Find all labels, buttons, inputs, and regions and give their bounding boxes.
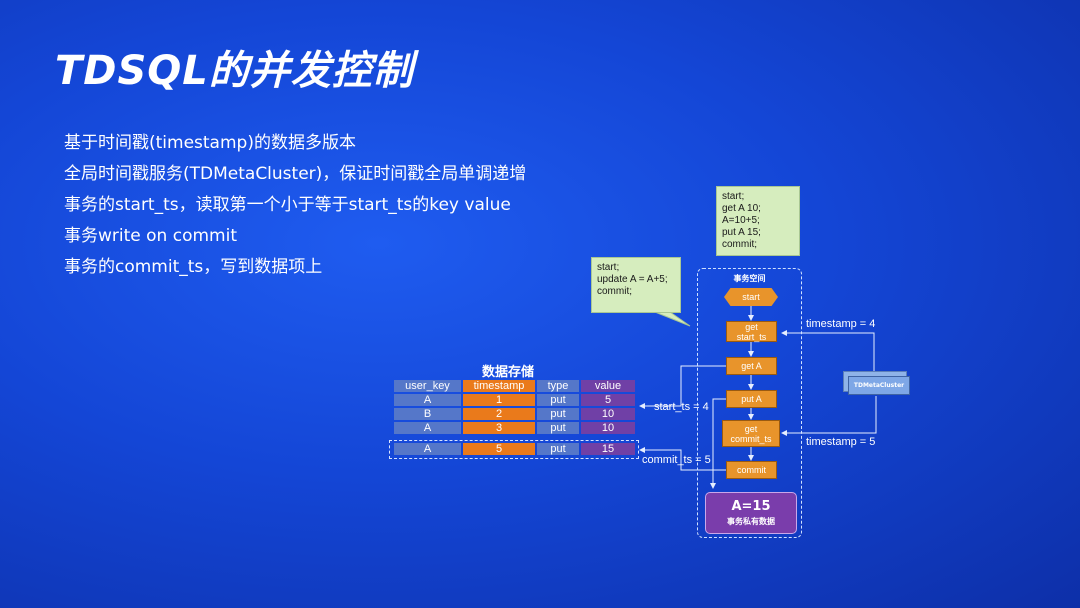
table-cell: 15 [581, 443, 635, 455]
bullet-item: 基于时间戳(timestamp)的数据多版本 [64, 133, 356, 153]
table-cell: B [394, 408, 461, 420]
get-commit-ts-step: get commit_ts [722, 420, 780, 447]
table-cell: 5 [581, 394, 635, 406]
put-a-step: put A [726, 390, 777, 408]
timestamp-4-label: timestamp = 4 [806, 318, 876, 330]
new-version-row: A 5 put 15 [392, 441, 637, 457]
table-cell: 10 [581, 408, 635, 420]
private-data-box: A=15 事务私有数据 [705, 492, 797, 534]
table-cell: put [537, 443, 579, 455]
tdmetacluster-box: TDMetaCluster [848, 376, 910, 395]
table-cell: A [394, 422, 461, 434]
bullet-item: 事务的commit_ts，写到数据项上 [64, 257, 323, 277]
bullet-item: 事务的start_ts，读取第一个小于等于start_ts的key value [64, 195, 511, 215]
update-note: start; update A = A+5; commit; [591, 257, 681, 313]
table-row: A 5 put 15 [394, 443, 635, 455]
table-cell: put [537, 408, 579, 420]
commit-ts-label: commit_ts = 5 [642, 454, 711, 466]
table-cell: A [394, 394, 461, 406]
column-header: type [537, 380, 579, 392]
storage-title: 数据存储 [482, 365, 535, 380]
table-cell: 10 [581, 422, 635, 434]
commit-step: commit [726, 461, 777, 479]
table-row: A 1 put 5 [394, 394, 635, 406]
table-header-row: user_key timestamp type value [394, 380, 635, 392]
table-cell: 3 [463, 422, 535, 434]
transaction-note: start; get A 10; A=10+5; put A 15; commi… [716, 186, 800, 256]
table-cell: put [537, 422, 579, 434]
table-row: B 2 put 10 [394, 408, 635, 420]
table-cell: 1 [463, 394, 535, 406]
private-value: A=15 [731, 499, 771, 514]
timestamp-5-label: timestamp = 5 [806, 436, 876, 448]
table-row: A 3 put 10 [394, 422, 635, 434]
table-cell: 2 [463, 408, 535, 420]
transaction-space-label: 事务空间 [733, 274, 766, 283]
bullet-list: 基于时间戳(timestamp)的数据多版本 全局时间戳服务(TDMetaClu… [64, 128, 526, 283]
column-header: value [581, 380, 635, 392]
callout-tail [654, 311, 691, 327]
column-header: timestamp [463, 380, 535, 392]
bullet-item: 事务write on commit [64, 226, 237, 246]
page-title: TDSQL的并发控制 [55, 48, 414, 94]
start-ts-label: start_ts = 4 [654, 401, 709, 413]
get-start-ts-step: get start_ts [726, 321, 777, 342]
storage-table: user_key timestamp type value A 1 put 5 … [392, 378, 637, 436]
start-step: start [724, 288, 778, 306]
table-cell: A [394, 443, 461, 455]
table-cell: 5 [463, 443, 535, 455]
transaction-space [697, 268, 802, 538]
column-header: user_key [394, 380, 461, 392]
new-version-highlight [389, 440, 639, 459]
table-cell: put [537, 394, 579, 406]
private-label: 事务私有数据 [727, 517, 775, 526]
get-a-step: get A [726, 357, 777, 375]
bullet-item: 全局时间戳服务(TDMetaCluster)，保证时间戳全局单调递增 [64, 164, 527, 184]
